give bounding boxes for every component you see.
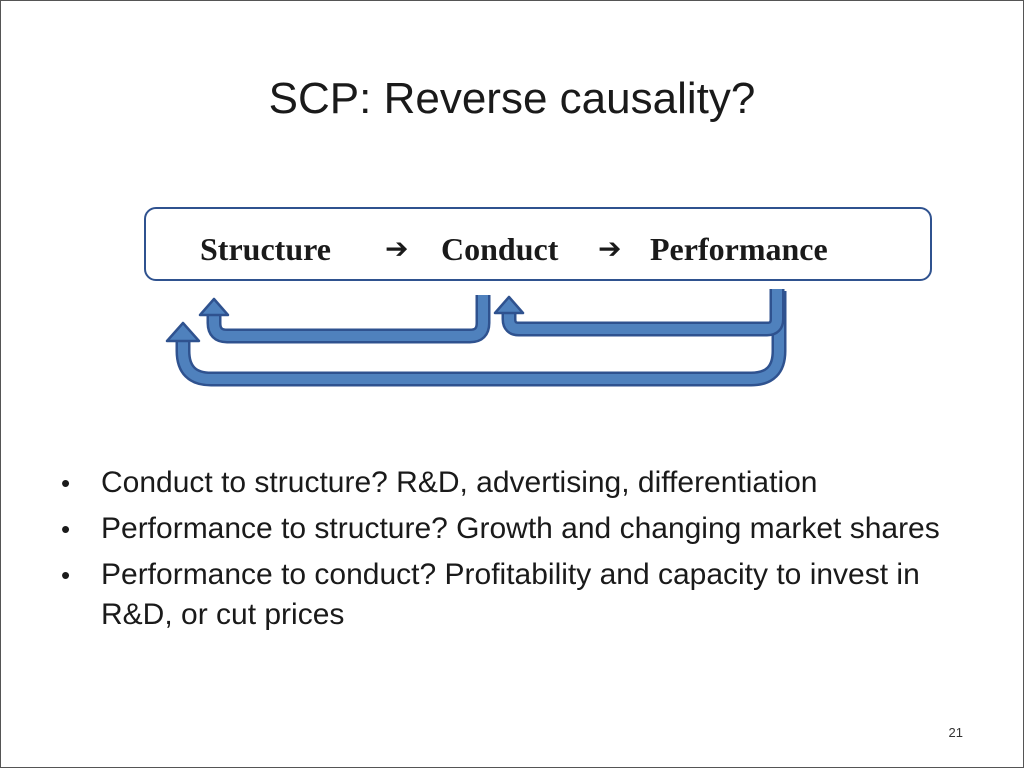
- bullet-item: • Performance to structure? Growth and c…: [59, 509, 979, 549]
- bullet-icon: •: [61, 560, 71, 590]
- node-performance: Performance: [650, 231, 828, 267]
- slide-title: SCP: Reverse causality?: [268, 74, 756, 123]
- right-arrow-icon: ➔: [598, 232, 622, 265]
- bullet-icon: •: [61, 468, 71, 498]
- right-arrow-icon: ➔: [385, 232, 409, 265]
- bullet-icon: •: [61, 514, 71, 544]
- bullet-item: • Performance to conduct? Profitability …: [59, 555, 979, 635]
- bullet-text: Conduct to structure? R&D, advertising, …: [101, 466, 818, 499]
- scp-chain-box: [144, 207, 932, 281]
- node-structure: Structure: [200, 231, 331, 267]
- bullet-list: • Conduct to structure? R&D, advertising…: [59, 463, 979, 641]
- node-conduct: Conduct: [441, 231, 559, 267]
- bullet-item: • Conduct to structure? R&D, advertising…: [59, 463, 979, 503]
- feedback-arrow-performance-to-structure: [165, 291, 787, 387]
- feedback-arrow-conduct-to-structure: [198, 295, 491, 344]
- bullet-text: Performance to structure? Growth and cha…: [101, 512, 940, 545]
- feedback-arrow-performance-to-conduct: [493, 289, 785, 337]
- bullet-text: Performance to conduct? Profitability an…: [101, 558, 920, 631]
- page-number: 21: [948, 725, 963, 740]
